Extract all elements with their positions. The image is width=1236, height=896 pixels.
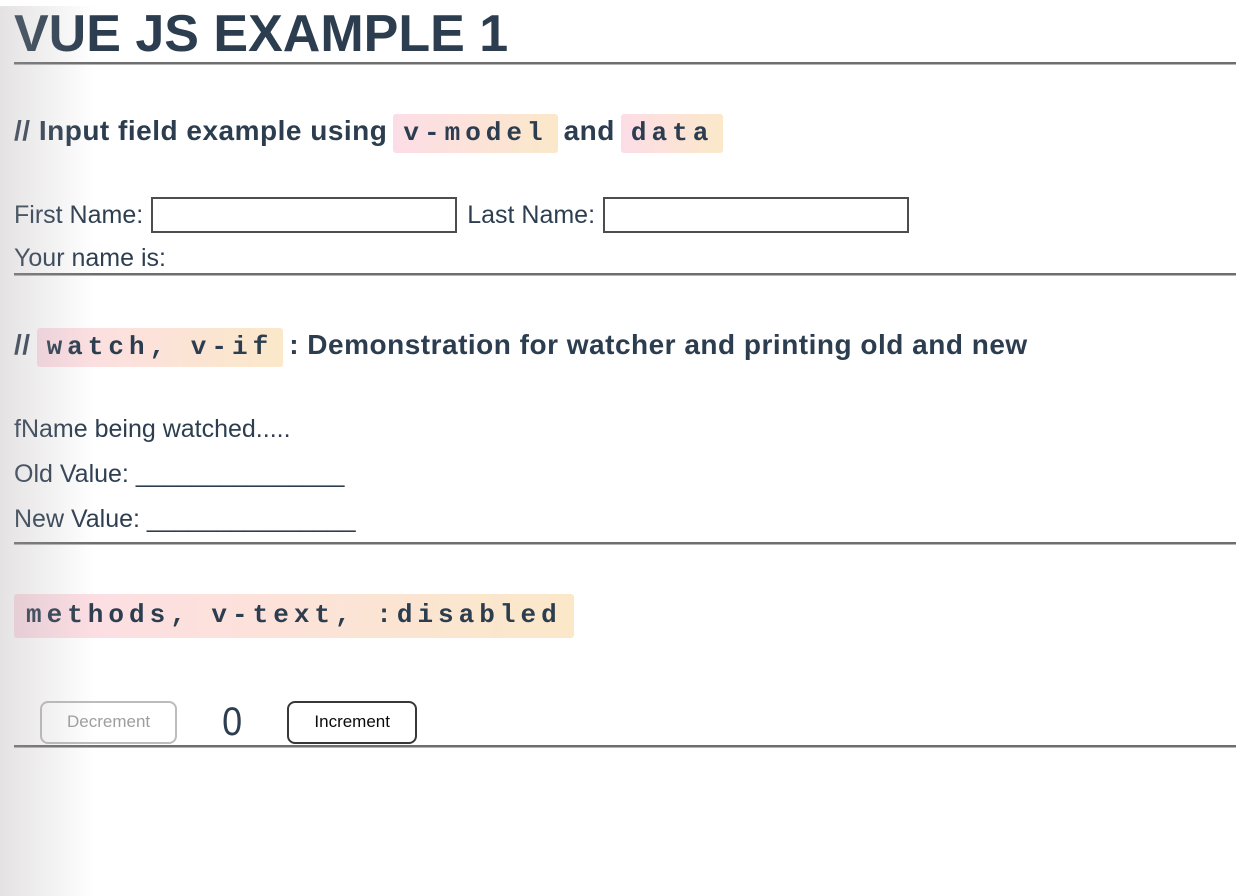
last-name-input[interactable] [603,197,910,234]
watch-example-heading-prefix: // [14,329,31,361]
counter-value: 0 [222,700,243,745]
first-name-label: First Name: [14,200,144,229]
section-divider [14,745,1236,749]
section-divider [14,62,1236,66]
watch-output: fName being watched..... Old Value: ____… [14,407,1236,542]
code-chip-watch-v-if: watch, v-if [36,328,284,368]
page-title: VUE JS EXAMPLE 1 [14,5,509,63]
name-form-row: First Name: Last Name: [14,197,1236,234]
code-chip-data: data [620,114,724,154]
new-value-line: New Value: _______________ [14,505,356,534]
input-example-heading-mid: and [563,115,615,147]
input-example-heading-prefix: // Input field example using [14,115,388,147]
counter-controls: Decrement 0 Increment [40,700,1236,745]
section-divider [14,273,1236,277]
increment-button[interactable]: Increment [287,701,417,744]
watch-status-line: fName being watched..... [14,415,291,444]
watch-example-heading-suffix: : Demonstration for watcher and printing… [289,329,1028,361]
old-value-line: Old Value: _______________ [14,460,345,489]
decrement-button[interactable]: Decrement [40,701,178,744]
methods-example-heading: methods, v-text, :disabled [14,594,1236,639]
code-chip-v-model: v-model [393,114,558,154]
code-chip-methods-v-text-disabled: methods, v-text, :disabled [14,594,574,639]
watch-example-heading: //watch, v-if: Demonstration for watcher… [14,324,1236,368]
your-name-label: Your name is: [14,244,166,273]
section-divider [14,542,1236,546]
first-name-input[interactable] [151,197,458,234]
last-name-label: Last Name: [467,200,596,229]
